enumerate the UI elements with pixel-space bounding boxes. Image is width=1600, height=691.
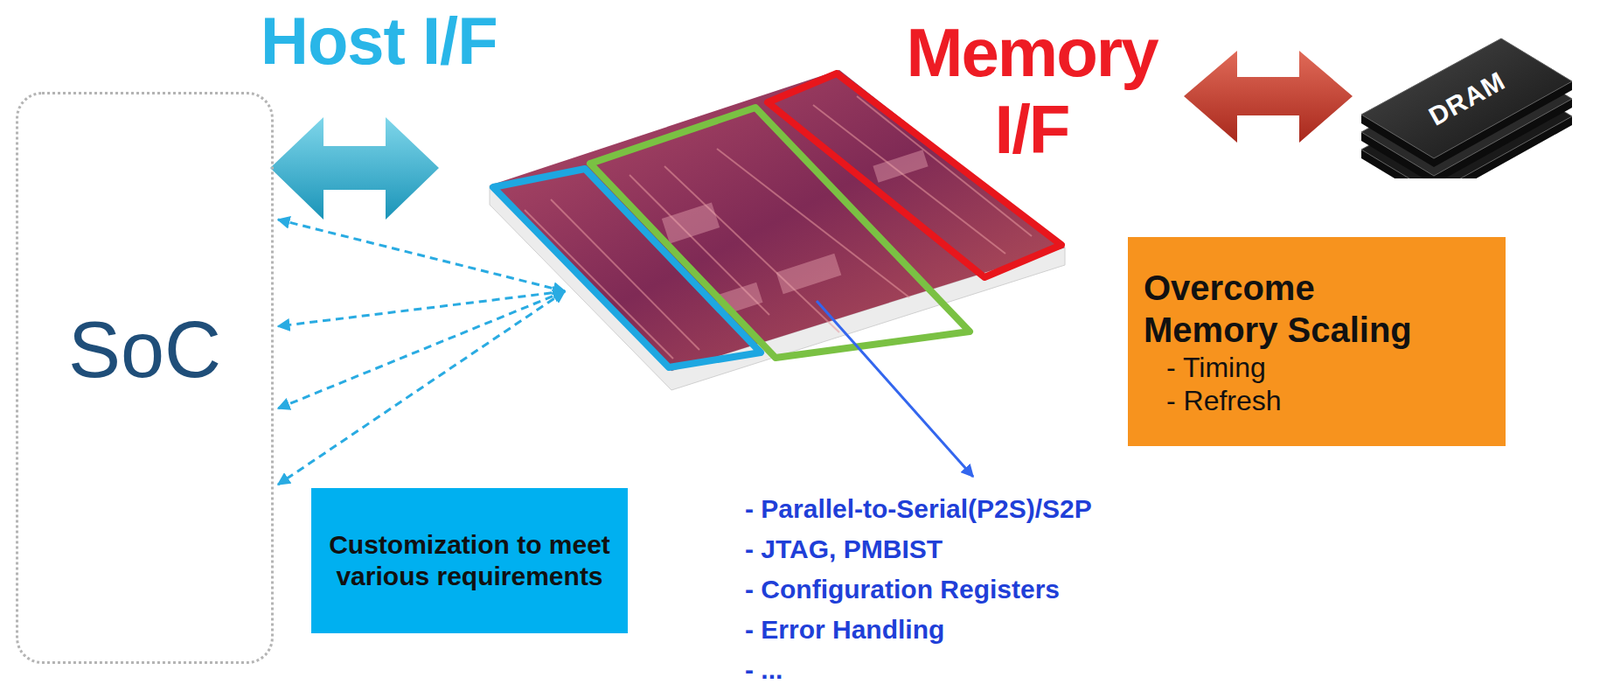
interface-title: Memory I/F (896, 13, 1168, 168)
signal-arrow (278, 291, 565, 409)
soc-box: SoC (15, 91, 274, 664)
circuit-block (661, 201, 720, 244)
node-title: SoC (68, 306, 222, 394)
feature-item: - Parallel-to-Serial(P2S)/S2P (744, 493, 1093, 524)
note-box: Overcome Memory Scaling- Timing- Refresh (1127, 236, 1506, 446)
core-region (590, 107, 970, 358)
bullet-item: - Refresh (1143, 383, 1490, 418)
feature-item: - JTAG, PMBIST (744, 534, 943, 564)
circuit-block (872, 149, 928, 183)
feature-item: - Error Handling (744, 614, 945, 645)
die-surface (489, 69, 1065, 371)
die-circuitry (524, 96, 1032, 359)
box-heading: Overcome Memory Scaling (1143, 266, 1441, 351)
feature-item: - Configuration Registers (744, 574, 1060, 605)
host-signal-arrows (278, 219, 565, 485)
chip-face (1361, 38, 1573, 159)
signal-arrow (278, 219, 565, 292)
note-box: Customization to meet various requiremen… (311, 487, 628, 634)
box-text: Customization to meet various requiremen… (328, 528, 611, 592)
host-double-arrow (270, 117, 439, 220)
interface-title: Host I/F (260, 1, 498, 81)
bullet-item: - Timing (1143, 350, 1490, 384)
chip-die (489, 69, 1065, 390)
memory-double-arrow (1183, 50, 1353, 143)
dram-chip: DRAM (1356, 35, 1577, 179)
chip-side (1361, 38, 1573, 167)
feature-item: - ... (744, 654, 783, 685)
leader-arrow (816, 300, 974, 477)
circuit-block (776, 253, 842, 294)
circuit-line (664, 166, 840, 333)
signal-arrow (278, 291, 565, 485)
